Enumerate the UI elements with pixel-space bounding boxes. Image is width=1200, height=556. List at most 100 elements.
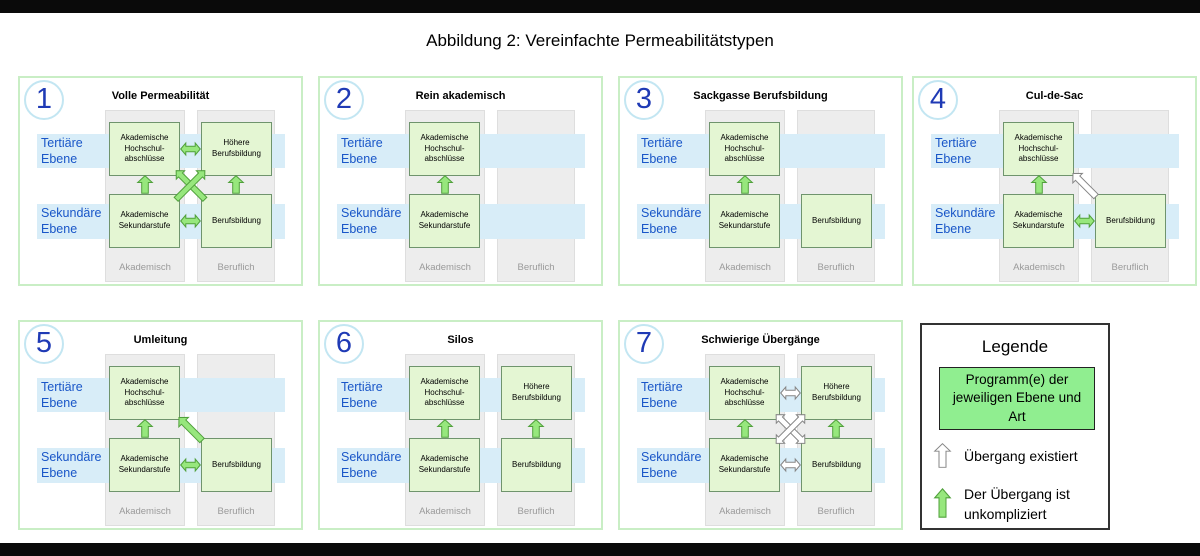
box-akademische-hochschulabschluesse: Akademische Hochschul-abschlüsse: [1003, 122, 1074, 176]
box-akademische-sekundarstufe: Akademische Sekundarstufe: [109, 194, 180, 248]
panel-4: 4 Cul-de-Sac Tertiäre Ebene Sekundäre Eb…: [912, 76, 1197, 286]
box-akademische-hochschulabschluesse: Akademische Hochschul-abschlüsse: [109, 366, 180, 420]
column-label-beruflich: Beruflich: [517, 506, 555, 517]
box-berufsbildung: Berufsbildung: [801, 438, 872, 492]
panel-title: Cul-de-Sac: [1025, 90, 1084, 102]
panel-title: Umleitung: [133, 334, 188, 346]
secondary-level-label: Sekundäre Ebene: [641, 450, 702, 480]
secondary-level-label: Sekundäre Ebene: [41, 206, 102, 236]
box-berufsbildung: Berufsbildung: [501, 438, 572, 492]
white-cross-double-arrow: [771, 410, 810, 449]
box-akademische-hochschulabschluesse: Akademische Hochschul-abschlüsse: [409, 122, 480, 176]
tertiary-level-label: Tertiäre Ebene: [935, 136, 977, 166]
tertiary-level-label: Tertiäre Ebene: [41, 380, 83, 410]
legend-item-label: Übergang existiert: [964, 448, 1078, 464]
green-up-arrow: [436, 419, 454, 438]
box-akademische-sekundarstufe: Akademische Sekundarstufe: [109, 438, 180, 492]
panel-number: 7: [635, 327, 653, 359]
panel-number: 1: [35, 83, 53, 115]
legend-title: Legende: [981, 337, 1049, 356]
tertiary-level-label: Tertiäre Ebene: [641, 136, 683, 166]
panel-title: Rein akademisch: [415, 90, 506, 102]
green-up-arrow: [1030, 175, 1048, 194]
column-label-akademisch: Akademisch: [119, 262, 171, 273]
green-double-arrow-horizontal: [180, 141, 201, 157]
green-up-arrow: [827, 419, 845, 438]
panel-number: 3: [635, 83, 653, 115]
green-double-arrow-horizontal: [180, 457, 201, 473]
box-hoehere-berufsbildung: Höhere Berufsbildung: [801, 366, 872, 420]
box-akademische-sekundarstufe: Akademische Sekundarstufe: [409, 194, 480, 248]
green-double-arrow-horizontal: [1074, 213, 1095, 229]
green-up-arrow: [227, 175, 245, 194]
green-up-arrow: [736, 419, 754, 438]
tertiary-level-label: Tertiäre Ebene: [341, 136, 383, 166]
tertiary-level-label: Tertiäre Ebene: [341, 380, 383, 410]
panel-title: Volle Permeabilität: [111, 90, 210, 102]
secondary-level-label: Sekundäre Ebene: [341, 206, 402, 236]
panel-number-badge: 1: [24, 80, 64, 120]
green-diagonal-arrow: [173, 412, 208, 447]
secondary-level-label: Sekundäre Ebene: [41, 450, 102, 480]
panel-number: 6: [335, 327, 353, 359]
box-akademische-hochschulabschluesse: Akademische Hochschul-abschlüsse: [709, 366, 780, 420]
legend: Legende Programm(e) der jeweiligen Ebene…: [920, 323, 1110, 530]
panel-7: 7 Schwierige Übergänge Tertiäre Ebene Se…: [618, 320, 903, 530]
secondary-level-label: Sekundäre Ebene: [935, 206, 996, 236]
panel-title: Schwierige Übergänge: [701, 334, 820, 346]
column-label-akademisch: Akademisch: [1013, 262, 1065, 273]
panel-number-badge: 6: [324, 324, 364, 364]
green-up-arrow: [136, 419, 154, 438]
top-frame-bar: [0, 0, 1200, 13]
panel-number: 4: [929, 83, 947, 115]
panel-3: 3 Sackgasse Berufsbildung Tertiäre Ebene…: [618, 76, 903, 286]
column-label-beruflich: Beruflich: [517, 262, 555, 273]
box-akademische-sekundarstufe: Akademische Sekundarstufe: [409, 438, 480, 492]
box-akademische-hochschulabschluesse: Akademische Hochschul-abschlüsse: [709, 122, 780, 176]
column-label-beruflich: Beruflich: [817, 262, 855, 273]
box-akademische-sekundarstufe: Akademische Sekundarstufe: [1003, 194, 1074, 248]
box-berufsbildung: Berufsbildung: [1095, 194, 1166, 248]
column-label-akademisch: Akademisch: [719, 506, 771, 517]
green-up-arrow: [527, 419, 545, 438]
column-label-beruflich: Beruflich: [1111, 262, 1149, 273]
tertiary-level-label: Tertiäre Ebene: [641, 380, 683, 410]
panel-2: 2 Rein akademisch Tertiäre Ebene Sekundä…: [318, 76, 603, 286]
white-double-arrow-horizontal: [780, 385, 801, 401]
green-up-arrow: [436, 175, 454, 194]
panel-number: 2: [335, 83, 353, 115]
secondary-level-label: Sekundäre Ebene: [341, 450, 402, 480]
secondary-level-label: Sekundäre Ebene: [641, 206, 702, 236]
box-akademische-sekundarstufe: Akademische Sekundarstufe: [709, 194, 780, 248]
panel-number-badge: 2: [324, 80, 364, 120]
box-hoehere-berufsbildung: Höhere Berufsbildung: [501, 366, 572, 420]
column-label-beruflich: Beruflich: [217, 506, 255, 517]
column-label-beruflich: Beruflich: [817, 506, 855, 517]
column-label-akademisch: Akademisch: [119, 506, 171, 517]
panel-title: Silos: [447, 334, 474, 346]
column-label-akademisch: Akademisch: [719, 262, 771, 273]
column-label-akademisch: Akademisch: [419, 506, 471, 517]
legend-program-box: Programm(e) der jeweiligen Ebene und Art: [939, 367, 1095, 430]
box-akademische-hochschulabschluesse: Akademische Hochschul-abschlüsse: [109, 122, 180, 176]
column-label-beruflich: Beruflich: [217, 262, 255, 273]
white-diagonal-arrow: [1067, 168, 1102, 203]
panel-title: Sackgasse Berufsbildung: [693, 90, 828, 102]
panel-number: 5: [35, 327, 53, 359]
green-up-arrow: [736, 175, 754, 194]
green-up-arrow: [136, 175, 154, 194]
panel-1: 1 Volle Permeabilität Tertiäre Ebene Sek…: [18, 76, 303, 286]
panel-number-badge: 7: [624, 324, 664, 364]
panel-number-badge: 4: [918, 80, 958, 120]
white-double-arrow-horizontal: [780, 457, 801, 473]
box-berufsbildung: Berufsbildung: [201, 438, 272, 492]
panel-5: 5 Umleitung Tertiäre Ebene Sekundäre Ebe…: [18, 320, 303, 530]
panel-number-badge: 3: [624, 80, 664, 120]
box-berufsbildung: Berufsbildung: [801, 194, 872, 248]
box-hoehere-berufsbildung: Höhere Berufsbildung: [201, 122, 272, 176]
box-akademische-hochschulabschluesse: Akademische Hochschul-abschlüsse: [409, 366, 480, 420]
green-up-arrow-icon: [933, 487, 952, 518]
legend-item-label: Der Übergang ist unkompliziert: [964, 486, 1070, 522]
white-up-arrow-icon: [933, 442, 952, 468]
